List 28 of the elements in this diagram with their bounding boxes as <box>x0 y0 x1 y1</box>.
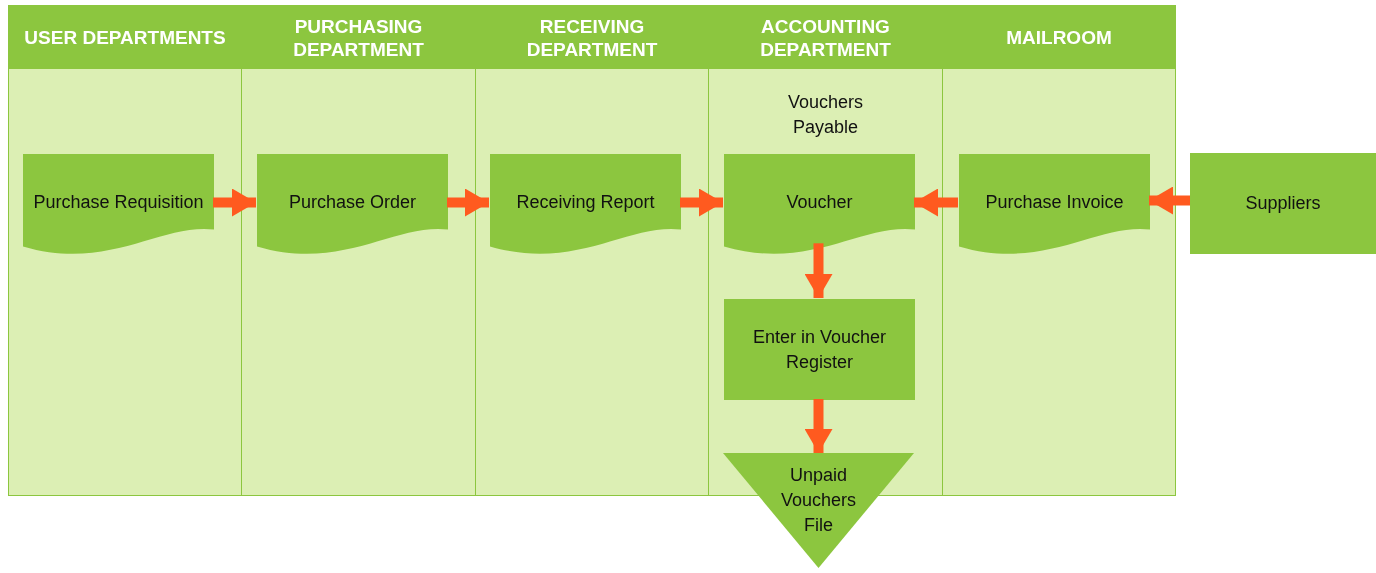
lane-title: PURCHASING DEPARTMENT <box>242 6 475 69</box>
process-box <box>724 299 915 400</box>
node-label: Purchase Requisition <box>33 191 204 214</box>
node-label: Receiving Report <box>516 191 655 214</box>
arrow <box>680 188 723 217</box>
lane-title: ACCOUNTING DEPARTMENT <box>709 6 942 69</box>
lane-subtitle: Vouchers Payable <box>786 91 865 139</box>
lane-title: MAILROOM <box>943 6 1175 69</box>
arrow <box>447 188 489 217</box>
arrow <box>804 243 833 298</box>
node-label: Voucher <box>786 191 853 214</box>
node-label: Unpaid Vouchers File <box>779 464 858 537</box>
node-label: Purchase Order <box>288 191 417 214</box>
node-label: Purchase Invoice <box>985 191 1124 214</box>
file-triangle <box>723 453 914 568</box>
arrow <box>914 188 958 217</box>
arrow <box>213 188 256 217</box>
swimlane <box>8 5 242 496</box>
lane-title: USER DEPARTMENTS <box>9 6 241 69</box>
node-label: Suppliers <box>1245 192 1321 215</box>
swimlane <box>475 5 709 496</box>
lane-title: RECEIVING DEPARTMENT <box>476 6 708 69</box>
process-box <box>1190 153 1376 254</box>
arrow <box>804 399 833 453</box>
arrow <box>1149 186 1190 215</box>
swimlane <box>942 5 1176 496</box>
swimlane <box>241 5 476 496</box>
node-label: Enter in Voucher Register <box>751 325 888 374</box>
